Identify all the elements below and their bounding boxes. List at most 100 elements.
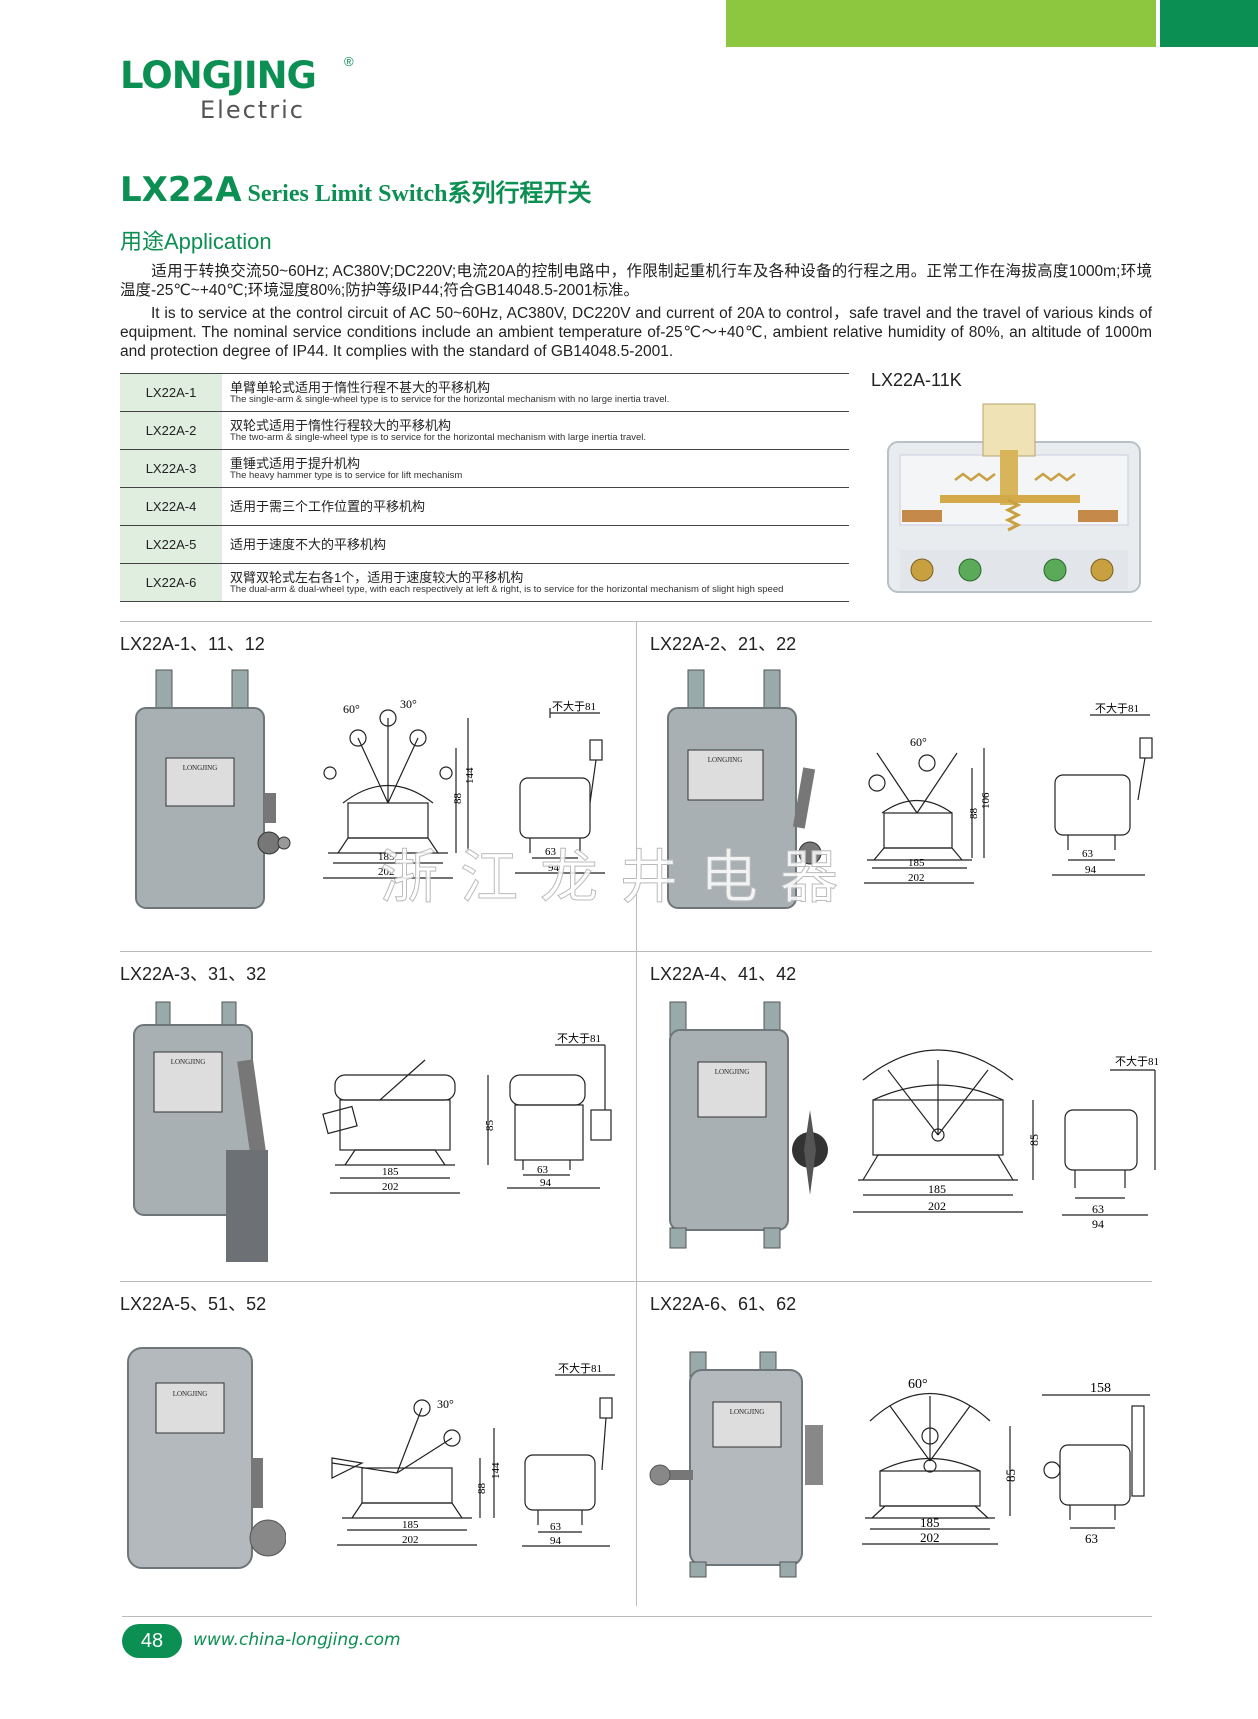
dim-label: 202 <box>382 1181 399 1193</box>
divider <box>636 621 637 1606</box>
limit-switch-internal-photo <box>887 403 1141 593</box>
dimension-drawing-front-6: 60° 85 185 202 <box>862 1377 1018 1545</box>
dim-label: 185 <box>920 1515 940 1530</box>
header-accent-bar-dark <box>1160 0 1258 47</box>
section-label: LX22A-1、11、12 <box>120 634 265 654</box>
dim-label: 不大于81 <box>1115 1054 1159 1068</box>
footer-divider <box>122 1616 1152 1617</box>
dim-label: 144 <box>490 1462 502 1479</box>
dim-label: 94 <box>548 862 560 874</box>
dimension-drawing-front-1: 60° 30° 88 144 185 202 <box>323 697 476 879</box>
model-code: LX22A-1 <box>120 373 222 412</box>
dim-label: 106 <box>980 792 992 809</box>
dim-label: 63 <box>545 846 557 858</box>
dim-label: 63 <box>550 1521 562 1533</box>
application-text-cn: 适用于转换交流50~60Hz; AC380V;DC220V;电流20A的控制电路… <box>120 263 1152 299</box>
model-desc-cn: 双臂双轮式左右各1个，适用于速度较大的平移机构 <box>230 569 524 585</box>
dimension-drawing-side-3: 不大于81 63 94 <box>507 1031 612 1189</box>
model-desc-en: The heavy hammer type is to service for … <box>230 469 463 481</box>
model-code: LX22A-4 <box>120 487 222 526</box>
dim-label: 60° <box>908 1377 928 1392</box>
application-text-en: It is to service at the control circuit … <box>120 305 1152 360</box>
dim-label: 88 <box>452 793 464 805</box>
nameplate-text: LONGJING <box>708 756 743 764</box>
page-title: LX22A Series Limit Switch系列行程开关 <box>120 170 592 210</box>
model-desc-cn: 双轮式适用于惰性行程较大的平移机构 <box>230 417 452 433</box>
dim-label: 63 <box>1092 1202 1104 1216</box>
section-label: LX22A-3、31、32 <box>120 964 267 984</box>
dim-label: 185 <box>928 1182 946 1196</box>
dimension-drawing-front-4: 85 185 202 <box>853 1049 1038 1213</box>
brand-logo: LONGJING <box>120 54 317 97</box>
model-desc-cn: 重锤式适用于提升机构 <box>230 455 361 471</box>
table-row: LX22A-4 适用于需三个工作位置的平移机构 <box>120 487 849 526</box>
dim-label: 185 <box>378 851 395 863</box>
nameplate-text: LONGJING <box>730 1408 765 1416</box>
switch-photo-6: LONGJING <box>649 1351 823 1578</box>
section-label: LX22A-2、21、22 <box>650 634 797 654</box>
dim-label: 不大于81 <box>552 699 596 713</box>
switch-photo-2: LONGJING <box>667 669 822 909</box>
model-code: LX22A-6 <box>120 563 222 602</box>
dimension-drawing-side-1: 不大于81 63 94 <box>515 699 605 874</box>
model-desc-cn: 单臂单轮式适用于惰性行程不甚大的平移机构 <box>230 379 491 395</box>
dim-label: 不大于81 <box>558 1361 602 1375</box>
title-series: Series Limit Switch系列行程开关 <box>241 181 592 207</box>
dimension-drawing-side-2: 不大于81 63 94 <box>1052 701 1153 876</box>
dim-label: 不大于81 <box>557 1031 601 1045</box>
dim-label: 202 <box>378 866 395 878</box>
dim-label: 30° <box>437 1397 454 1411</box>
nameplate-text: LONGJING <box>715 1068 750 1076</box>
switch-photo-4: LONGJING <box>669 1001 828 1249</box>
dim-label: 30° <box>400 697 417 711</box>
dim-label: 85 <box>1003 1469 1018 1482</box>
dim-label: 不大于81 <box>1095 701 1139 715</box>
dim-label: 202 <box>908 872 925 884</box>
dimension-drawing-front-5: 30° 88 144 185 202 <box>331 1397 502 1546</box>
switch-photo-3: LONGJING <box>133 1001 268 1262</box>
model-desc-cn: 适用于速度不大的平移机构 <box>230 536 387 552</box>
dim-label: 202 <box>402 1534 419 1546</box>
model-desc-en: The two-arm & single-wheel type is to se… <box>230 431 647 443</box>
table-row: LX22A-5 适用于速度不大的平移机构 <box>120 525 849 564</box>
switch-photo-5: LONGJING <box>127 1347 286 1569</box>
nameplate-text: LONGJING <box>173 1390 208 1398</box>
dimension-drawing-front-3: 85 185 202 <box>322 1059 496 1194</box>
dim-label: 94 <box>550 1535 562 1547</box>
switch-photo-1: LONGJING <box>135 669 291 909</box>
dimension-drawing-side-4: 不大于81 63 94 <box>1062 1054 1159 1230</box>
section-label: LX22A-5、51、52 <box>120 1294 267 1314</box>
dim-label: 63 <box>1082 848 1094 860</box>
dim-label: 94 <box>1085 864 1097 876</box>
model-desc-en: The dual-arm & dual-wheel type, with eac… <box>230 583 784 595</box>
header-accent-bar-light <box>726 0 1156 47</box>
dim-label: 202 <box>928 1199 946 1213</box>
watermark: 浙江龙井电器 <box>379 843 861 912</box>
section-label: LX22A-4、41、42 <box>650 964 797 984</box>
model-code: LX22A-5 <box>120 525 222 564</box>
dimension-drawing-front-2: 60° 88 106 185 202 <box>864 735 992 884</box>
dim-label: 60° <box>910 735 927 749</box>
registered-mark: ® <box>344 54 354 69</box>
dim-label: 88 <box>968 808 980 820</box>
dim-label: 63 <box>537 1164 549 1176</box>
dim-label: 85 <box>1027 1134 1038 1146</box>
dim-label: 85 <box>484 1120 496 1132</box>
title-model: LX22A <box>120 170 242 210</box>
dim-label: 158 <box>1090 1381 1111 1396</box>
page-number: 48 <box>122 1624 182 1658</box>
nameplate-text: LONGJING <box>171 1058 206 1066</box>
website-link[interactable]: www.china-longjing.com <box>193 1630 401 1650</box>
photo-title: LX22A-11K <box>871 370 962 390</box>
dim-label: 185 <box>382 1166 399 1178</box>
brand-subtitle: Electric <box>200 96 305 124</box>
dim-label: 94 <box>1092 1217 1104 1230</box>
application-heading: 用途Application <box>120 229 272 254</box>
model-desc-cn: 适用于需三个工作位置的平移机构 <box>230 498 426 514</box>
dim-label: 60° <box>343 702 360 716</box>
dimension-drawing-side-6: 158 63 <box>1042 1381 1150 1546</box>
